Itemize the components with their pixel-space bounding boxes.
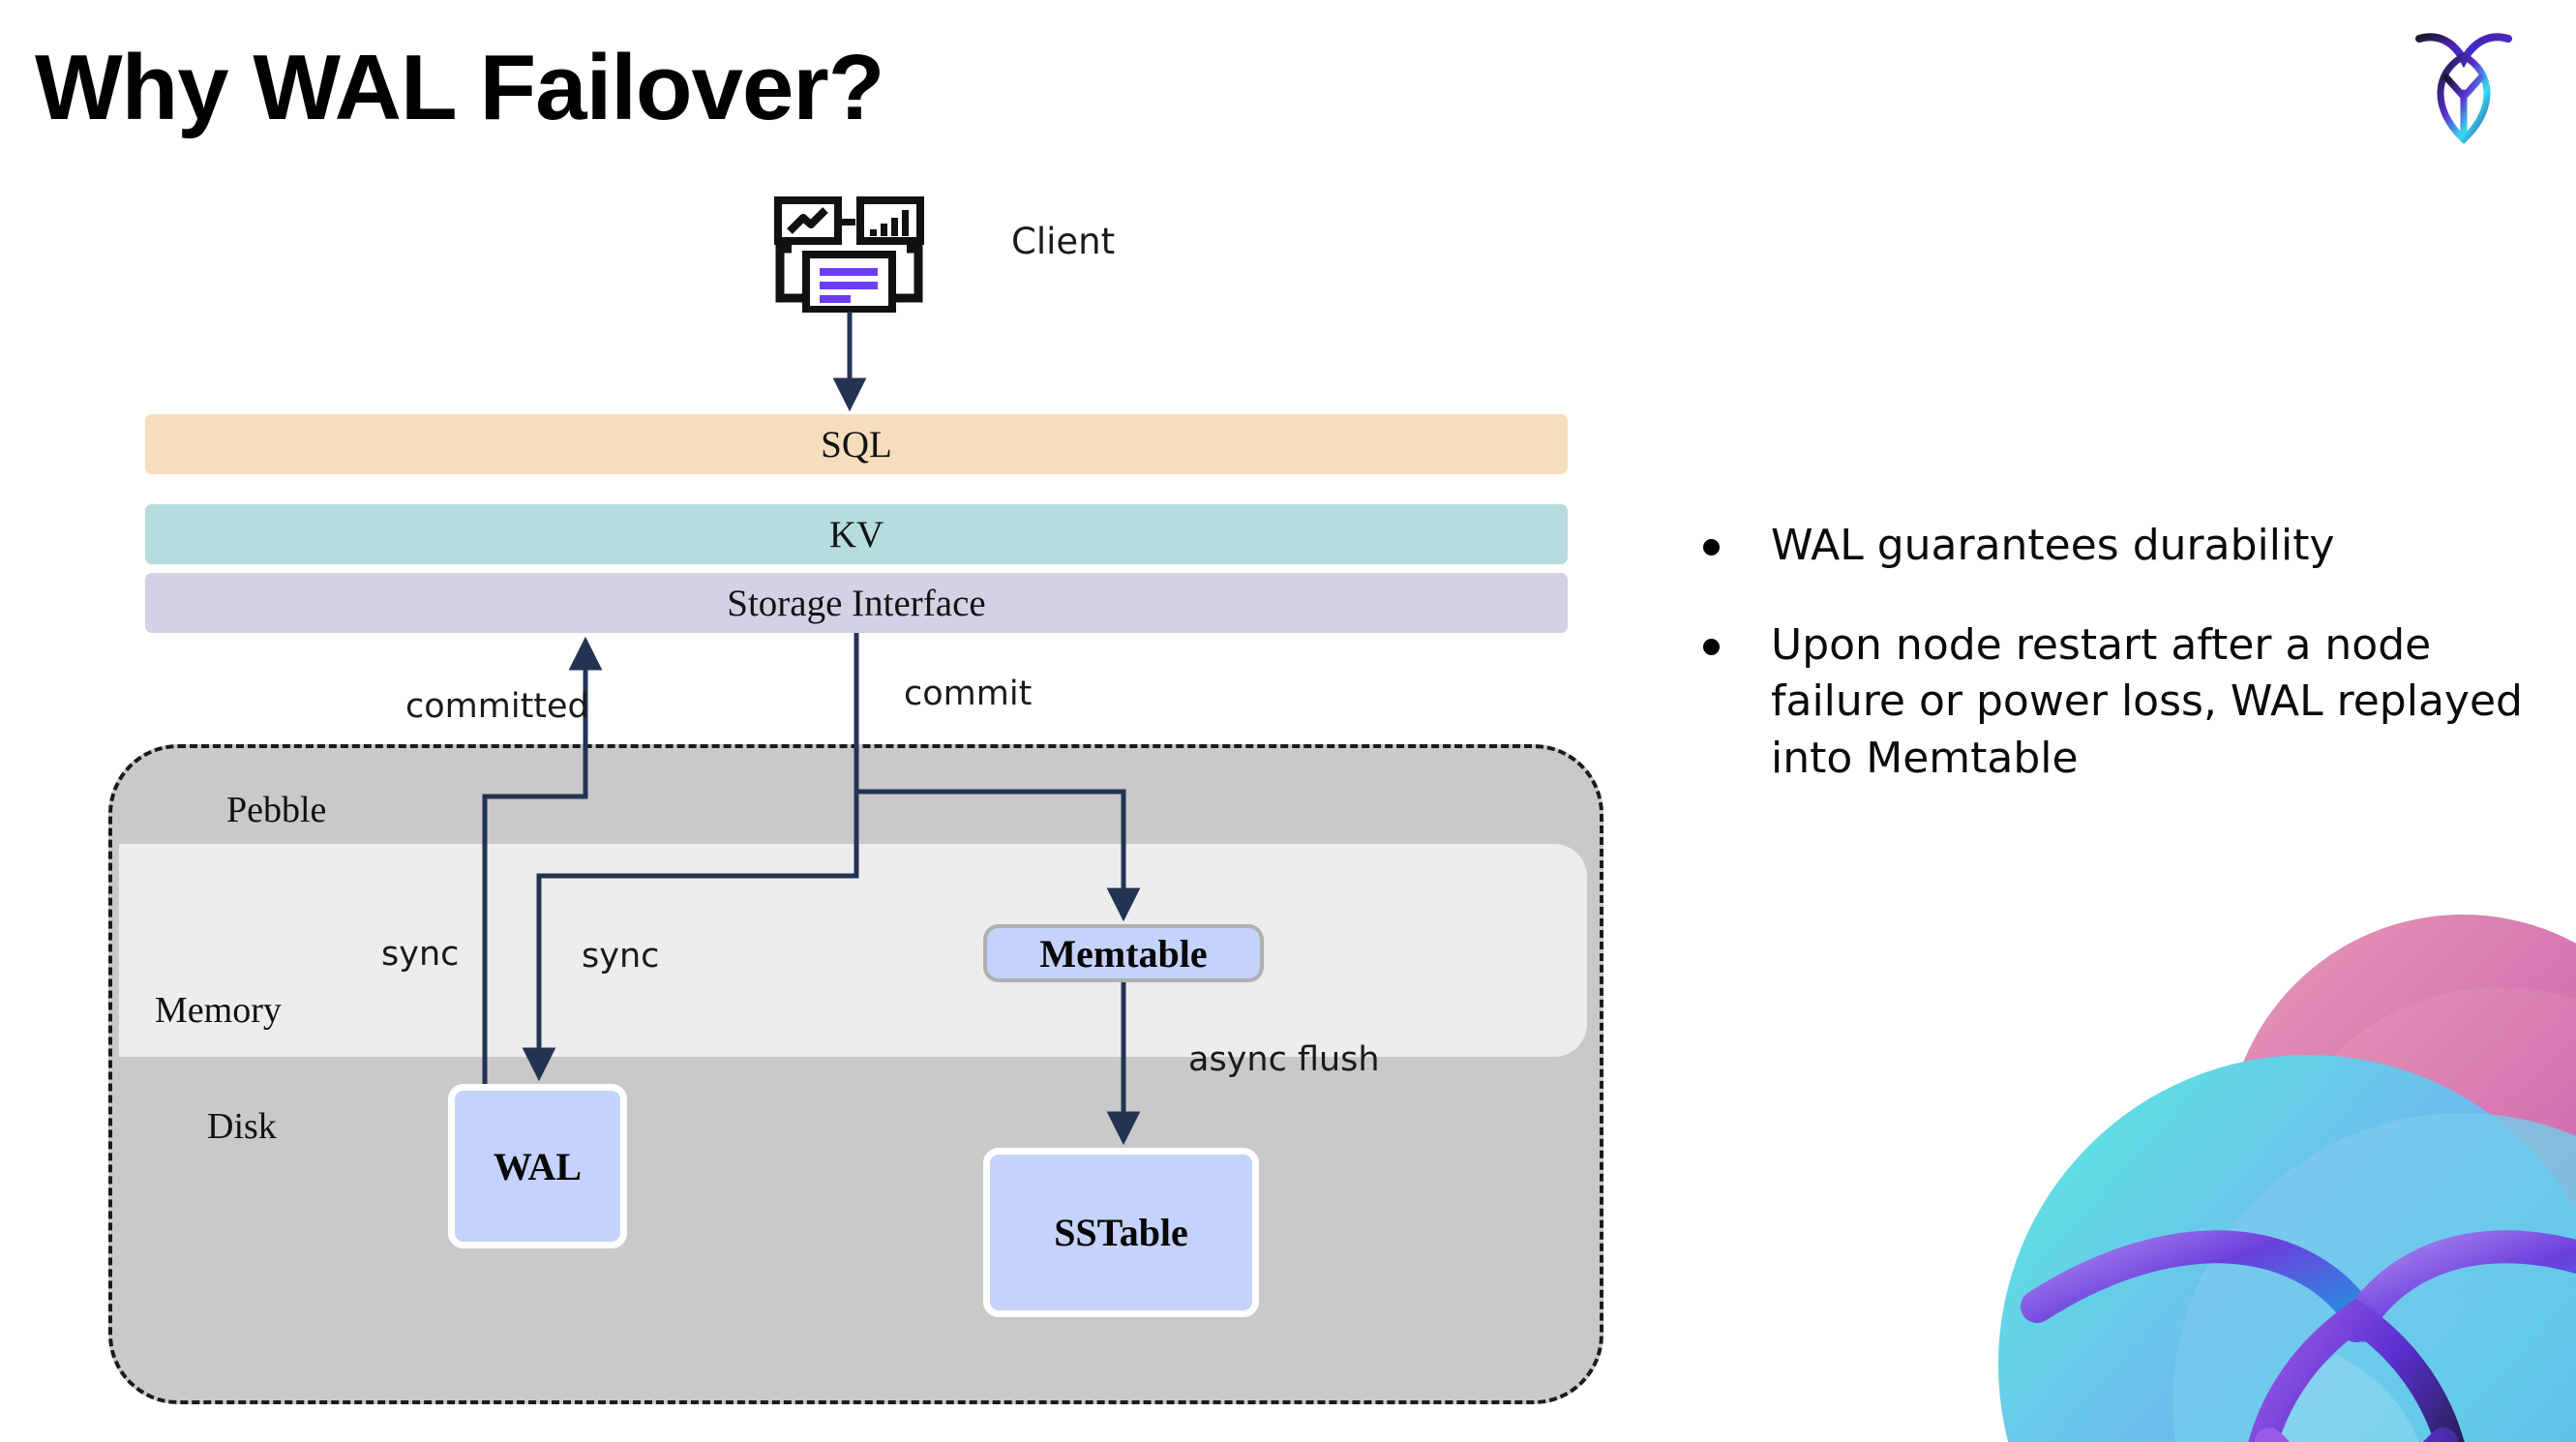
- bullet-dot-icon: [1703, 539, 1720, 556]
- bullet-list: WAL guarantees durability Upon node rest…: [1703, 518, 2535, 829]
- node-wal: WAL: [448, 1084, 627, 1248]
- edge-label-committed: committed: [405, 687, 589, 726]
- list-item: Upon node restart after a node failure o…: [1703, 617, 2535, 788]
- node-wal-label: WAL: [493, 1144, 583, 1188]
- page-title: Why WAL Failover?: [35, 36, 884, 139]
- layer-kv: KV: [145, 504, 1568, 564]
- layer-kv-label: KV: [828, 513, 884, 556]
- layer-storage-interface-label: Storage Interface: [727, 582, 986, 624]
- layer-storage-interface: Storage Interface: [145, 573, 1568, 633]
- list-item: WAL guarantees durability: [1703, 518, 2535, 575]
- layer-sql: SQL: [145, 414, 1568, 474]
- edge-label-async-flush: async flush: [1188, 1040, 1380, 1079]
- node-sstable: SSTable: [983, 1148, 1259, 1317]
- diagram-edges: [482, 312, 1141, 1146]
- memory-label: Memory: [155, 990, 282, 1031]
- node-memtable-label: Memtable: [1039, 931, 1208, 976]
- layer-sql-label: SQL: [821, 423, 892, 466]
- bullet-text: Upon node restart after a node failure o…: [1771, 619, 2523, 783]
- edge-label-sync-left: sync: [381, 935, 460, 974]
- bullet-dot-icon: [1703, 638, 1720, 655]
- node-sstable-label: SSTable: [1054, 1211, 1188, 1254]
- memory-region: [119, 844, 1587, 1057]
- cockroachdb-logo: [2406, 21, 2522, 147]
- client-dashboard-icon: [774, 196, 924, 314]
- disk-label: Disk: [207, 1106, 277, 1147]
- decorative-logo-artwork: [1921, 900, 2576, 1442]
- client-label: Client: [1011, 221, 1116, 262]
- pebble-label: Pebble: [226, 790, 327, 830]
- edge-label-sync-right: sync: [582, 937, 660, 976]
- edge-label-commit: commit: [904, 675, 1033, 713]
- node-memtable: Memtable: [983, 924, 1264, 982]
- wal-architecture-diagram: Client SQL KV Storage Interface Pebble M…: [108, 196, 1603, 1404]
- bullet-text: WAL guarantees durability: [1771, 521, 2335, 570]
